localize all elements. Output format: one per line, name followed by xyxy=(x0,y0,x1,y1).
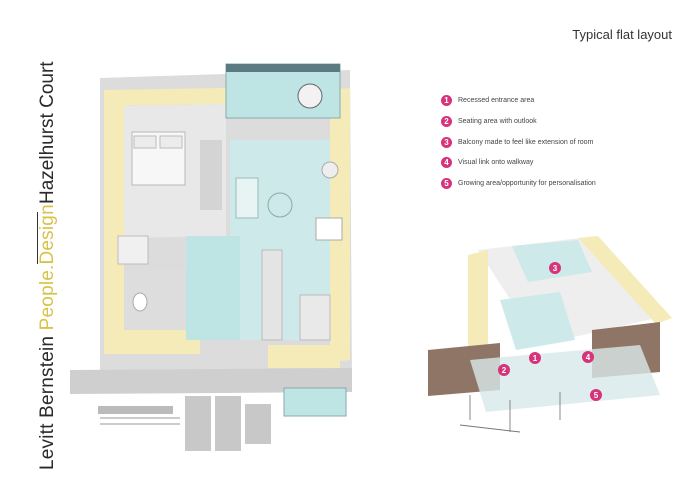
bathroom xyxy=(124,270,186,330)
pillow-left xyxy=(133,135,157,149)
legend: 1 Recessed entrance area 2 Seating area … xyxy=(441,94,596,198)
legend-label: Visual link onto walkway xyxy=(458,159,534,167)
legend-number: 4 xyxy=(441,157,452,169)
page-title: Typical flat layout xyxy=(572,27,672,42)
legend-item: 2 Seating area with outlook xyxy=(441,115,596,128)
toilet xyxy=(132,292,148,312)
sofa xyxy=(235,177,259,219)
legend-label: Growing area/opportunity for personalisa… xyxy=(458,180,596,188)
wall-bottom-right xyxy=(268,345,340,368)
hallway xyxy=(186,236,240,340)
legend-label: Balcony made to feel like extension of r… xyxy=(458,138,594,146)
wardrobe xyxy=(200,140,222,210)
armchair xyxy=(321,161,339,179)
title-divider xyxy=(37,212,38,264)
legend-item: 3 Balcony made to feel like extension of… xyxy=(441,136,596,149)
legend-label: Recessed entrance area xyxy=(458,97,535,104)
basin-unit xyxy=(117,235,149,265)
legend-item: 5 Growing area/opportunity for personali… xyxy=(441,177,596,190)
wall-bottom-left xyxy=(104,330,200,354)
legend-item: 4 Visual link onto walkway xyxy=(441,156,596,169)
balcony-table xyxy=(297,83,323,109)
legend-item: 1 Recessed entrance area xyxy=(441,94,596,107)
plan-foot xyxy=(70,368,352,394)
rug xyxy=(267,192,293,218)
kitchen-units xyxy=(261,249,283,341)
legend-number: 1 xyxy=(441,95,452,106)
entry-bridge xyxy=(283,387,347,417)
dining-table xyxy=(315,217,343,241)
legend-number: 3 xyxy=(441,136,452,148)
kitchen-counter xyxy=(299,294,331,341)
balcony-rail xyxy=(226,64,340,72)
wall-top-left xyxy=(104,88,226,106)
balcony-top xyxy=(225,63,341,119)
wall-left xyxy=(104,90,124,352)
legend-label: Seating area with outlook xyxy=(458,117,537,125)
walkway-railings xyxy=(98,396,271,451)
pillow-right xyxy=(159,135,183,149)
legend-number: 5 xyxy=(441,178,452,190)
legend-number: 2 xyxy=(441,115,452,127)
